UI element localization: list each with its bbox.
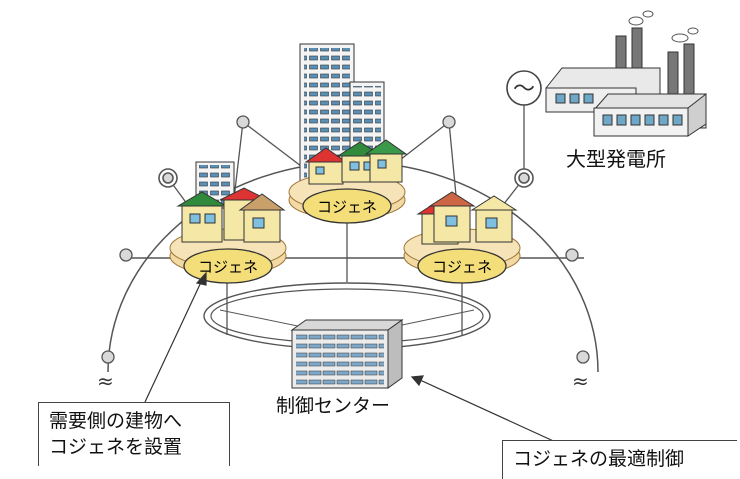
server-rack-icon <box>290 319 404 389</box>
control-center-label: 制御センター <box>276 395 391 417</box>
center-cogen-label: コジェネ <box>317 198 377 216</box>
optimal-control-text: コジェネの最適制御 <box>513 448 685 470</box>
right-cogen-cluster: コジェネ <box>403 191 521 284</box>
left-cogen-cluster: コジェネ <box>169 187 287 284</box>
right-cogen-label: コジェネ <box>432 258 492 276</box>
grid-end-left <box>101 350 115 364</box>
install-callout-line2: コジェネを設置 <box>49 435 183 458</box>
callout-arrows <box>144 271 561 445</box>
generator-circle <box>506 70 542 106</box>
power-plant-label: 大型発電所 <box>566 147 666 171</box>
power-plant-icon <box>506 10 707 137</box>
grid-junctions <box>119 115 579 262</box>
ac-generator-symbol: ～ <box>513 77 535 102</box>
grid-break-left: ≈ <box>97 369 114 393</box>
left-cogen-label: コジェネ <box>198 258 258 276</box>
install-callout-line1: 需要側の建物へ <box>49 410 183 432</box>
grid-end-right <box>576 350 590 364</box>
grid-double-nodes <box>158 168 534 188</box>
grid-break-right: ≈ <box>572 369 589 393</box>
optimal-control-callout: コジェネの最適制御 <box>502 440 737 479</box>
grid-spokes <box>167 105 525 335</box>
install-cogen-callout: 需要側の建物へ コジェネを設置 <box>38 402 230 467</box>
center-cogen-cluster: コジェネ <box>288 139 408 224</box>
